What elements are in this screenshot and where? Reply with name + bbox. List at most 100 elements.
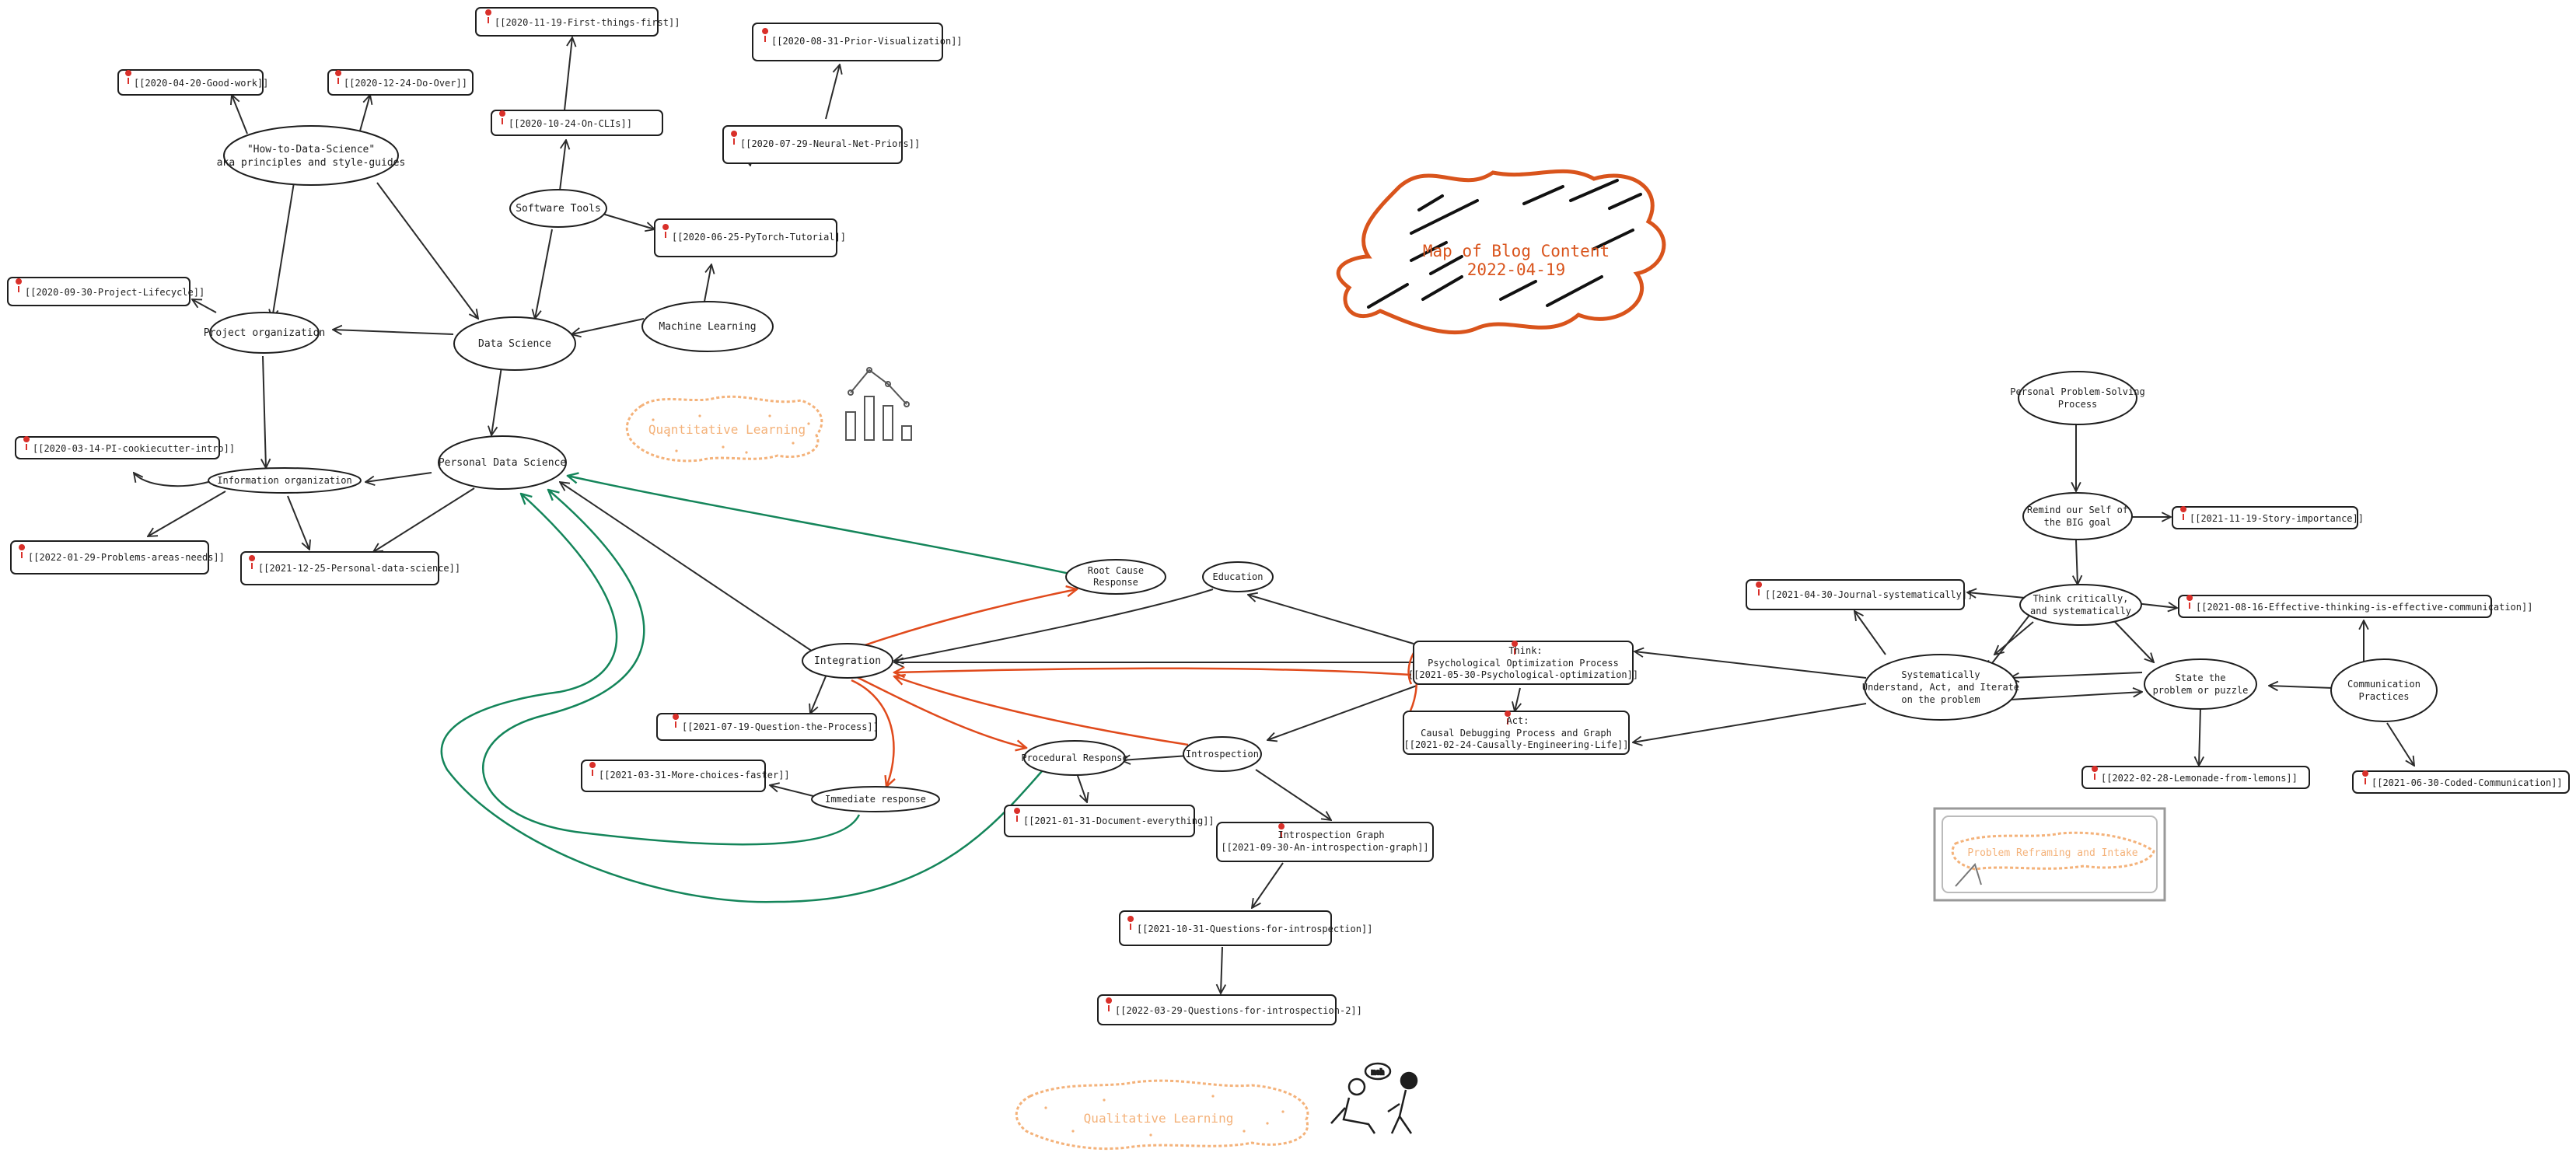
qualitative-learning-cloud: Qualitative Learning [1015, 1079, 1309, 1151]
link-problems-areas-needs[interactable]: [[2022-01-29-Problems-areas-needs]] [10, 540, 225, 575]
link-story-importance[interactable]: [[2021-11-19-Story-importance]] [2172, 506, 2364, 529]
machine-learning-label: Machine Learning [659, 321, 756, 333]
qualitative-learning-label: Qualitative Learning [1084, 1111, 1234, 1126]
link-effective-thinking-text[interactable]: [[2021-08-16-Effective-thinking-is-effec… [2196, 602, 2532, 613]
edges [134, 37, 2414, 994]
link-coded-communication[interactable]: [[2021-06-30-Coded-Communication]] [2352, 770, 2570, 794]
link-questions-for-introspection-text[interactable]: [[2021-10-31-Questions-for-introspection… [1137, 924, 1372, 934]
quantitative-learning-cloud: Quantitative Learning [625, 395, 823, 463]
node-communication-practices: Communication Practices [2330, 658, 2438, 722]
title-blob: Map of Blog Content 2022-04-19 [1336, 169, 1666, 335]
link-do-over-text[interactable]: [[2020-12-24-Do-Over]] [344, 78, 467, 89]
think-line2: [[2021-05-30-Psychological-optimization]… [1408, 669, 1638, 680]
link-problems-areas-needs-text[interactable]: [[2022-01-29-Problems-areas-needs]] [28, 552, 225, 563]
integration-label: Integration [814, 655, 881, 667]
link-personal-data-science[interactable]: [[2021-12-25-Personal-data-science]] [240, 551, 460, 585]
remind-line1: Remind our Self of [2027, 505, 2128, 515]
link-good-work-text[interactable]: [[2020-04-20-Good-work]] [134, 78, 268, 89]
communication-line1: Communication [2347, 679, 2420, 690]
think-critically-line2: and systematically [2030, 606, 2131, 616]
node-think-critically: Think critically, and systematically [2019, 584, 2142, 626]
think-critically-line1: Think critically, [2033, 593, 2129, 604]
node-personal-data-science: Personal Data Science [438, 435, 567, 490]
link-project-lifecycle[interactable]: [[2020-09-30-Project-Lifecycle]] [7, 277, 204, 306]
link-coded-communication-text[interactable]: [[2021-06-30-Coded-Communication]] [2372, 777, 2563, 788]
remind-line2: the BIG goal [2044, 517, 2112, 528]
systematically-line3: on the problem [1901, 694, 1980, 705]
personal-data-science-label: Personal Data Science [439, 457, 567, 469]
systematically-line1: Systematically [1901, 669, 1980, 680]
link-questions-for-introspection-2-text[interactable]: [[2022-03-29-Questions-for-introspection… [1115, 1005, 1362, 1016]
node-software-tools: Software Tools [509, 189, 607, 228]
systematically-line2: Understand, Act, and Iterate [1862, 682, 2019, 693]
link-document-everything[interactable]: [[2021-01-31-Document-everything]] [1004, 805, 1215, 837]
link-on-clis-text[interactable]: [[2020-10-24-On-CLIs]] [509, 118, 632, 129]
link-boxes: [[2020-11-19-First-things-first]] [[2020… [7, 7, 2570, 1025]
node-how-to-data-science: "How-to-Data-Science" aka principles and… [217, 125, 405, 186]
link-more-choices-faster[interactable]: [[2021-03-31-More-choices-faster]] [581, 760, 790, 792]
link-pytorch-tutorial-text[interactable]: [[2020-06-25-PyTorch-Tutorial]] [672, 232, 846, 243]
information-organization-label: Information organization [217, 475, 351, 486]
bar-chart-icon [845, 367, 912, 441]
map-title: Map of Blog Content [1423, 242, 1610, 260]
link-personal-data-science-text[interactable]: [[2021-12-25-Personal-data-science]] [258, 563, 460, 574]
root-cause-line1: Root Cause [1088, 565, 1144, 576]
node-systematically: Systematically Understand, Act, and Iter… [1862, 654, 2019, 721]
how-to-line1: "How-to-Data-Science" [247, 144, 375, 155]
think-header: Think: [1508, 645, 1542, 656]
root-cause-line2: Response [1093, 577, 1138, 588]
link-questions-for-introspection[interactable]: [[2021-10-31-Questions-for-introspection… [1119, 910, 1372, 946]
link-good-work[interactable]: [[2020-04-20-Good-work]] [117, 69, 268, 96]
node-state-problem: State the problem or puzzle [2144, 658, 2257, 710]
link-first-things-first[interactable]: [[2020-11-19-First-things-first]] [475, 7, 680, 37]
link-story-importance-text[interactable]: [[2021-11-19-Story-importance]] [2190, 513, 2364, 524]
orange-edges [851, 589, 1418, 787]
node-education: Education [1202, 561, 1274, 592]
link-project-lifecycle-text[interactable]: [[2020-09-30-Project-Lifecycle]] [25, 287, 204, 298]
link-neural-net-priors[interactable]: [[2020-07-29-Neural-Net-Priors]] [722, 125, 920, 164]
link-effective-thinking[interactable]: [[2021-08-16-Effective-thinking-is-effec… [2178, 595, 2532, 618]
link-neural-net-priors-text[interactable]: [[2020-07-29-Neural-Net-Priors]] [740, 138, 920, 149]
pps-line2: Process [2058, 399, 2098, 410]
link-prior-visualization[interactable]: [[2020-08-31-Prior-Visualization]] [752, 23, 963, 61]
link-pytorch-tutorial[interactable]: [[2020-06-25-PyTorch-Tutorial]] [654, 218, 846, 257]
problem-reframing-label: Problem Reframing and Intake [1967, 847, 2137, 859]
link-prior-visualization-text[interactable]: [[2020-08-31-Prior-Visualization]] [771, 36, 963, 47]
think-line1: Psychological Optimization Process [1428, 658, 1619, 669]
act-line2: [[2021-02-24-Causally-Engineering-Life]] [1404, 739, 1629, 750]
link-question-the-process-text[interactable]: [[2021-07-19-Question-the-Process]] [682, 721, 879, 732]
node-introspection-graph: Introspection Graph [[2021-09-30-An-intr… [1216, 822, 1434, 862]
state-line1: State the [2175, 672, 2225, 683]
introspection-label: Introspection [1186, 749, 1259, 760]
node-introspection: Introspection [1183, 736, 1262, 772]
node-information-organization: Information organization [208, 467, 362, 494]
node-procedural-response: Procedural Response [1021, 740, 1128, 776]
link-journal-systematically[interactable]: [[2021-04-30-Journal-systematically]] [1746, 579, 1973, 610]
node-act-causal-debugging: Act: Causal Debugging Process and Graph … [1403, 711, 1630, 755]
link-question-the-process[interactable]: [[2021-07-19-Question-the-Process]] [656, 713, 879, 741]
education-label: Education [1212, 571, 1263, 582]
link-lemonade-from-lemons-text[interactable]: [[2022-02-28-Lemonade-from-lemons]] [2101, 773, 2298, 784]
node-personal-problem-solving: Personal Problem-Solving Process [2010, 371, 2145, 425]
introspection-graph-line1: Introspection Graph [1278, 829, 1384, 840]
link-first-things-first-text[interactable]: [[2020-11-19-First-things-first]] [495, 17, 680, 28]
link-cookiecutter-intro[interactable]: [[2020-03-14-PI-cookiecutter-intro]] [15, 436, 235, 459]
procedural-response-label: Procedural Response [1021, 753, 1127, 763]
map-date: 2022-04-19 [1467, 260, 1565, 279]
link-more-choices-faster-text[interactable]: [[2021-03-31-More-choices-faster]] [599, 770, 790, 781]
meh-bubble-text: meh [1372, 1069, 1384, 1077]
link-cookiecutter-intro-text[interactable]: [[2020-03-14-PI-cookiecutter-intro]] [33, 443, 235, 454]
node-think-psych-optimization: Think: Psychological Optimization Proces… [1408, 641, 1638, 685]
link-document-everything-text[interactable]: [[2021-01-31-Document-everything]] [1023, 815, 1215, 826]
immediate-response-label: Immediate response [825, 794, 926, 805]
software-tools-label: Software Tools [516, 203, 601, 215]
link-questions-for-introspection-2[interactable]: [[2022-03-29-Questions-for-introspection… [1097, 994, 1362, 1025]
link-journal-systematically-text[interactable]: [[2021-04-30-Journal-systematically]] [1765, 589, 1973, 600]
link-on-clis[interactable]: [[2020-10-24-On-CLIs]] [491, 110, 663, 136]
node-immediate-response: Immediate response [811, 786, 940, 812]
node-project-organization: Project organization [204, 312, 326, 354]
link-lemonade-from-lemons[interactable]: [[2022-02-28-Lemonade-from-lemons]] [2081, 766, 2310, 789]
node-integration: Integration [802, 643, 893, 679]
project-organization-label: Project organization [204, 327, 326, 339]
link-do-over[interactable]: [[2020-12-24-Do-Over]] [327, 69, 474, 96]
